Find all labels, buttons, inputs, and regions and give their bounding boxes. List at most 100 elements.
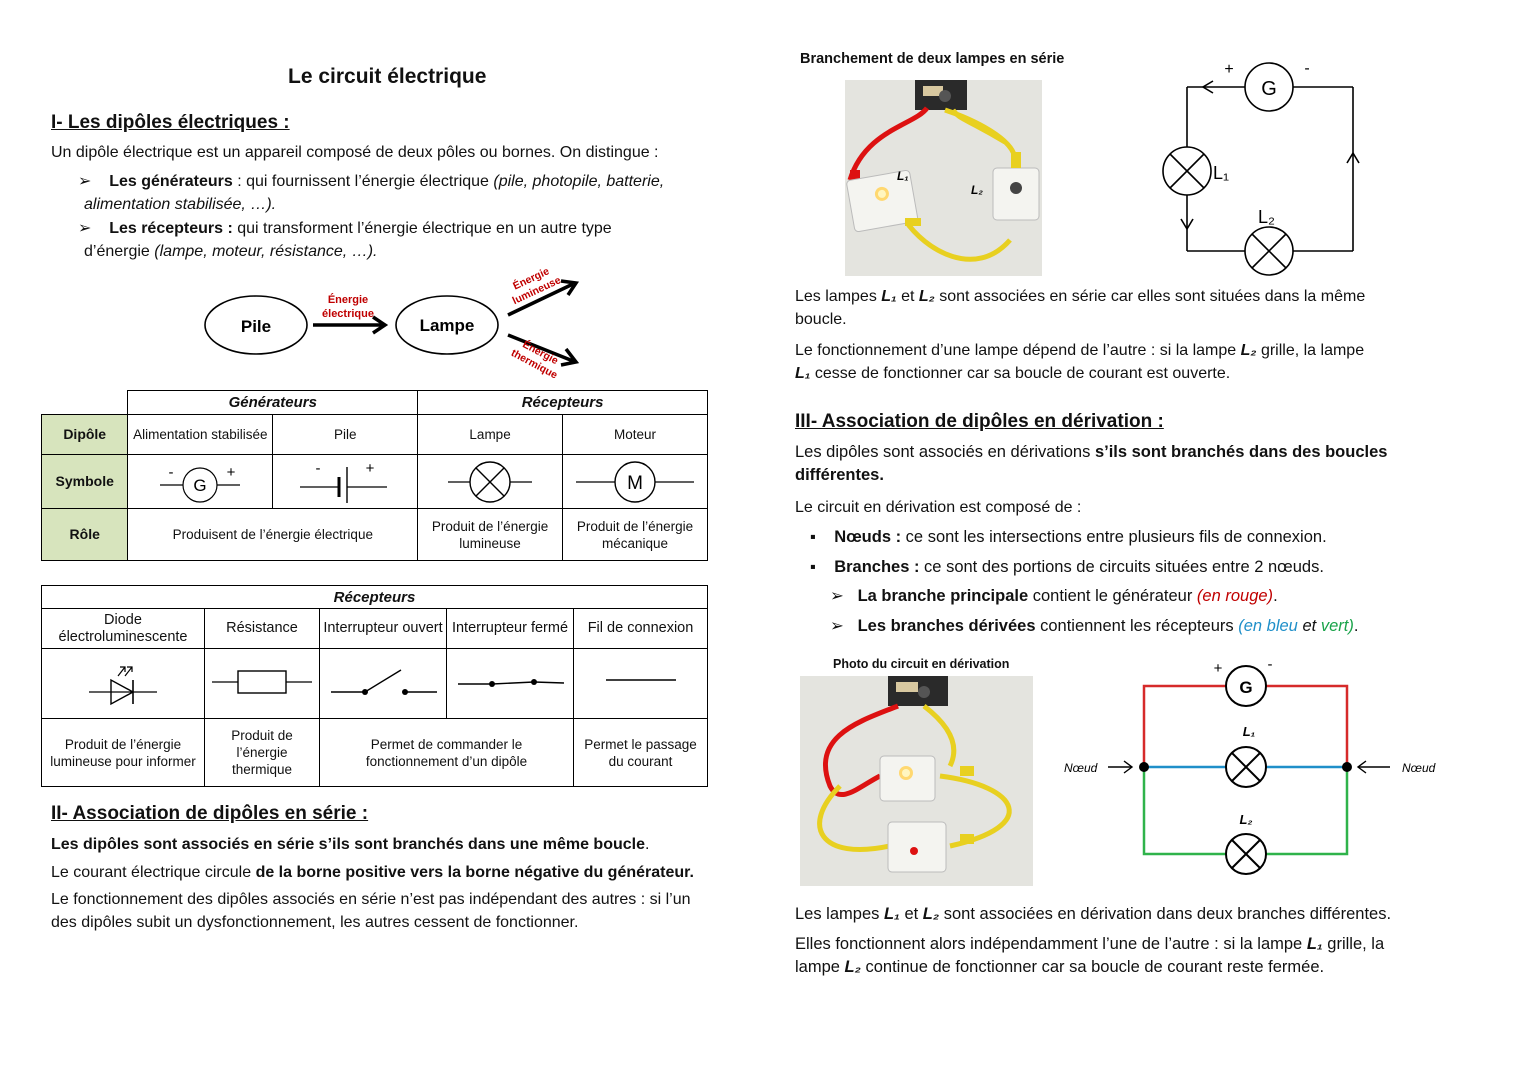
serie-photo: L₁ L₂ xyxy=(845,80,1042,276)
cell-symbol-resistance xyxy=(204,648,320,719)
recepteurs-text2: d’énergie xyxy=(84,243,155,260)
lampe-ellipse xyxy=(395,295,499,355)
section2-p2: Le courant électrique circule de la born… xyxy=(51,861,694,884)
svg-text:G: G xyxy=(194,476,207,495)
pile-ellipse xyxy=(204,295,308,355)
bullet-generateurs: ➢ Les générateurs : qui fournissent l’én… xyxy=(78,170,738,216)
cell-symbol-generator: G - + xyxy=(127,454,274,509)
pile-label: Pile xyxy=(241,317,271,336)
bullet-branches: ▪ Branches : ce sont des portions de cir… xyxy=(810,558,1324,576)
section1-intro: Un dipôle électrique est un appareil com… xyxy=(51,144,659,161)
svg-text:-: - xyxy=(1304,60,1309,77)
dipoles-table: Générateurs Récepteurs Dipôle Alimentati… xyxy=(40,390,709,561)
col-interrupteur-ferme: Interrupteur fermé xyxy=(446,608,574,649)
square-bullet-icon: ▪ xyxy=(810,528,835,546)
svg-text:-: - xyxy=(169,464,174,481)
section3-p2: Le circuit en dérivation est composé de … xyxy=(795,499,1082,516)
node-label-left: Nœud xyxy=(1064,761,1098,775)
derivation-generator-circle xyxy=(1225,665,1267,707)
arrow-lum-head xyxy=(560,279,580,296)
cell-lampe: Lampe xyxy=(417,414,563,455)
section3-p1: Les dipôles sont associés en dérivations… xyxy=(795,443,1388,484)
row-label-symbole: Symbole xyxy=(40,454,129,509)
col-diode: Diode électroluminescente xyxy=(41,608,205,649)
bullet-arrow-icon: ➢ xyxy=(830,617,858,635)
cell-symbol-pile: - + xyxy=(272,454,419,509)
section1-heading: I- Les dipôles électriques : xyxy=(51,112,290,133)
col-interrupteur-ouvert: Interrupteur ouvert xyxy=(319,608,447,649)
page-title: Le circuit électrique xyxy=(288,65,487,88)
cell-role-interrupteur: Permet de commander le fonctionnement d’… xyxy=(319,718,574,787)
energie-elec-1: Énergie xyxy=(328,293,368,306)
led-symbol-icon xyxy=(89,665,157,705)
serie-photo-illustration: L₁ L₂ xyxy=(845,80,1042,276)
switch-open-icon xyxy=(331,668,437,695)
header-generateurs: Générateurs xyxy=(127,390,419,415)
cell-symbol-switch-closed xyxy=(446,648,574,719)
derivation-p2: Elles fonctionnent alors indépendamment … xyxy=(795,935,1385,976)
generateurs-examples: (pile, photopile, batterie, xyxy=(493,173,665,190)
arrow-elec-head xyxy=(372,315,389,335)
node-right xyxy=(1342,762,1352,772)
row-label-dipole: Dipôle xyxy=(40,414,129,455)
svg-text:G: G xyxy=(1261,78,1277,100)
serie-p2: Le fonctionnement d’une lampe dépend de … xyxy=(795,342,1365,382)
square-bullet-icon: ▪ xyxy=(810,558,835,576)
bullet-noeuds: ▪ Nœuds : ce sont les intersections entr… xyxy=(810,528,1327,546)
bullet-arrow-icon: ➢ xyxy=(830,587,858,605)
lampe-label: Lampe xyxy=(420,316,475,335)
cell-role-lampe: Produit de l’énergie lumineuse xyxy=(417,508,563,561)
cell-symbol-wire xyxy=(573,648,708,719)
svg-text:+: + xyxy=(366,460,375,477)
wire-symbol-icon xyxy=(605,678,676,681)
derivation-photo-caption: Photo du circuit en dérivation xyxy=(833,657,1010,671)
switch-closed-icon xyxy=(458,678,565,687)
derivation-photo xyxy=(800,676,1033,886)
bullet-arrow-icon: ➢ xyxy=(78,173,110,190)
svg-text:+: + xyxy=(1224,61,1233,78)
cell-role-resistance: Produit de l’énergie thermique xyxy=(204,718,320,787)
empty-corner xyxy=(42,391,128,415)
recepteurs-examples: (lampe, moteur, résistance, …). xyxy=(154,243,378,260)
cell-moteur: Moteur xyxy=(561,414,709,455)
serie-schema: G + - L₁ L₂ xyxy=(1162,60,1360,276)
cell-role-generateurs: Produisent de l’énergie électrique xyxy=(127,508,419,561)
svg-text:L₁: L₁ xyxy=(1243,724,1256,739)
arrow-lum xyxy=(507,282,574,317)
cell-role-diode: Produit de l’énergie lumineuse pour info… xyxy=(41,718,205,787)
battery-symbol-icon: - + xyxy=(300,460,388,503)
recepteurs-table: Récepteurs Diode électroluminescente Rés… xyxy=(41,585,708,787)
node-left xyxy=(1139,762,1149,772)
branch-derivee-green-right xyxy=(1266,767,1349,856)
section2-p1-bold: Les dipôles sont associés en série s’ils… xyxy=(51,836,645,853)
section2-p2-b: de la borne positive vers la borne négat… xyxy=(255,864,694,881)
recepteurs-text: qui transforment l’énergie électrique en… xyxy=(232,220,612,237)
cell-symbol-lamp xyxy=(417,454,563,509)
branch-derivee-green xyxy=(1142,767,1226,856)
bullet-arrow-icon: ➢ xyxy=(78,220,110,237)
svg-text:L₂: L₂ xyxy=(1258,207,1275,227)
col-fil: Fil de connexion xyxy=(573,608,708,649)
cell-role-moteur: Produit de l’énergie mécanique xyxy=(561,508,709,561)
svg-text:-: - xyxy=(316,460,321,477)
serie-generator-circle xyxy=(1244,62,1294,112)
svg-text:L₁: L₁ xyxy=(897,169,909,183)
derivation-schema: G + - L₁ L₂ Nœud Nœud xyxy=(1064,656,1436,875)
recepteurs-label: Les récepteurs : xyxy=(109,220,233,237)
svg-text:L₂: L₂ xyxy=(971,183,983,197)
col-resistance: Résistance xyxy=(204,608,320,649)
arrow-therm-head xyxy=(560,347,580,367)
section3-heading: III- Association de dipôles en dérivatio… xyxy=(795,411,1164,432)
bullet-branche-principale: ➢ La branche principale contient le géné… xyxy=(830,587,1278,605)
svg-text:L₁: L₁ xyxy=(1213,163,1229,183)
energy-chain-diagram: Pile Énergie électrique Lampe Énergie lu… xyxy=(204,264,580,382)
cell-pile: Pile xyxy=(272,414,419,455)
motor-symbol-icon: M xyxy=(575,460,694,503)
svg-text:+: + xyxy=(227,464,236,481)
header-recepteurs-2: Récepteurs xyxy=(41,585,708,609)
svg-text:G: G xyxy=(1239,678,1252,697)
lamp-symbol-icon xyxy=(448,460,533,503)
header-recepteurs: Récepteurs xyxy=(417,390,708,415)
branch-principale-red-right xyxy=(1266,684,1349,767)
bullet-recepteurs: ➢ Les récepteurs : qui transforment l’én… xyxy=(78,217,738,263)
